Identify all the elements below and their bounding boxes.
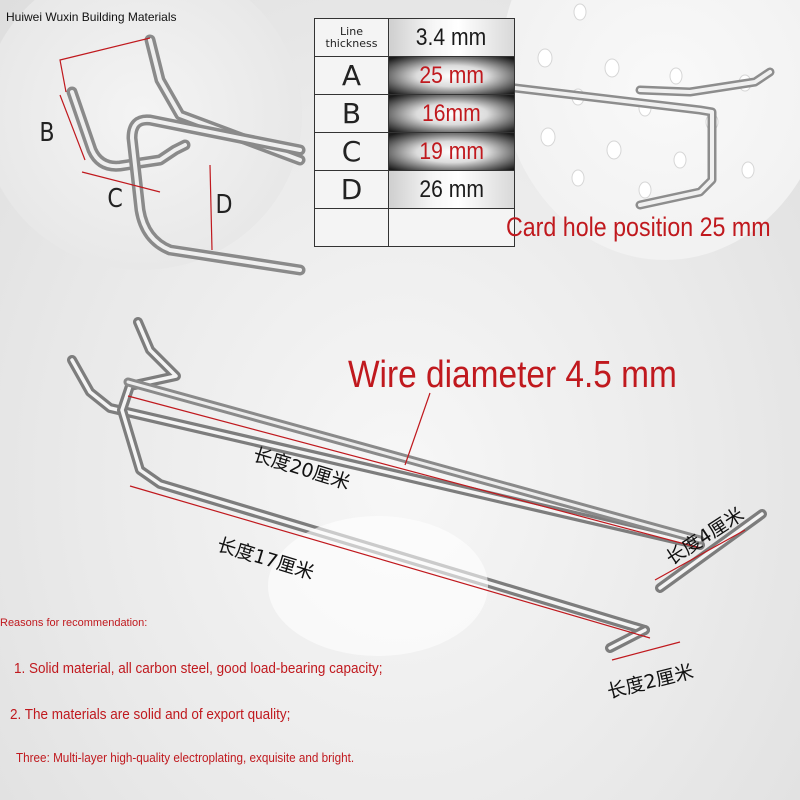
reason-item: 2. The materials are solid and of export… [10,706,291,723]
line-thickness-label: Line thickness [325,24,378,50]
spec-row-label: C [314,132,389,171]
card-hole-position-label: Card hole position 25 mm [506,212,771,242]
dimension-letter-b: B [39,118,55,148]
spec-row-d: D 26 mm [314,170,515,209]
dimension-letter-c: C [107,184,123,214]
spec-header-row: Line thickness 3.4 mm [314,18,515,57]
spec-row-b: B 16mm [314,94,515,133]
spec-row-value: 19 mm [388,132,515,171]
spec-table: Line thickness 3.4 mm A 25 mm B 16mm C 1… [314,18,515,247]
spec-row-value: 25 mm [388,56,515,95]
pegboard-holes [537,3,755,199]
wire-diameter-label: Wire diameter 4.5 mm [348,354,677,396]
spec-row-label [314,208,389,247]
dimension-letter-d: D [215,190,233,220]
reason-item: 1. Solid material, all carbon steel, goo… [14,660,383,677]
spec-row-label: D [314,170,389,209]
spec-value-c: 19 mm [419,137,484,165]
spec-row-a: A 25 mm [314,56,515,95]
spec-value-a: 25 mm [419,61,484,89]
reasons-title: Reasons for recommendation: [0,617,148,629]
spec-row-label: B [314,94,389,133]
spec-header-value: 3.4 mm [388,18,515,57]
spec-row-value [388,208,515,247]
spec-header-label: Line thickness [314,18,389,57]
brand-name: Huiwei Wuxin Building Materials [6,10,177,24]
spec-row-value: 16mm [388,94,515,133]
spec-row-value: 26 mm [388,170,515,209]
spec-row-c: C 19 mm [314,132,515,171]
reason-item: Three: Multi-layer high-quality electrop… [16,750,355,765]
spec-row-empty [314,208,515,247]
spec-row-label: A [314,56,389,95]
spec-value-b: 16mm [422,99,481,127]
spec-value-d: 26 mm [419,175,484,203]
line-thickness-value: 3.4 mm [416,23,487,51]
